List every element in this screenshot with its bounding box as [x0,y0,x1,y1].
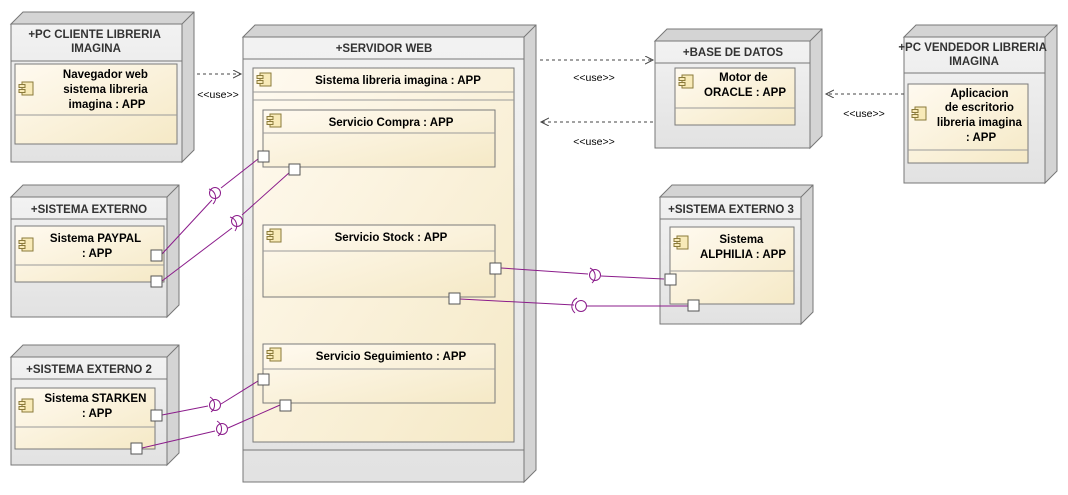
port[interactable] [130,442,143,455]
node-title-line-1: +PC CLIENTE LIBRERIA [28,29,160,41]
port[interactable] [150,275,163,288]
component-servicio-stock[interactable]: Servicio Stock : APP [262,224,496,298]
label-line-1: Aplicacion [950,88,1008,100]
connector-starken-seguimiento-2[interactable] [141,404,281,449]
node-title: +BASE DE DATOS [683,47,784,59]
label-line-2: ALPHILIA : APP [700,249,786,261]
node-title: +SERVIDOR WEB [336,43,433,55]
connector-stock-alphilia-1[interactable] [500,267,665,284]
node-title-line-2: IMAGINA [71,43,121,55]
component-label: Motor de ORACLE : APP [704,72,786,99]
component-label: Navegador web sistema libreria imagina :… [63,69,151,111]
component-navegador[interactable]: Navegador web sistema libreria imagina :… [14,63,178,145]
node-title: +PC CLIENTE LIBRERIA IMAGINA [28,29,163,55]
node-title-line-2: IMAGINA [949,56,999,68]
component-sistema-alphilia[interactable]: Sistema ALPHILIA : APP [669,226,795,305]
node-title: +SISTEMA EXTERNO 3 [668,204,794,216]
dependency-label: <<use>> [573,72,614,84]
component-label: Sistema STARKEN : APP [44,393,149,420]
node-title-line-1: +PC VENDEDOR LIBRERIA [898,42,1046,54]
component-label: Aplicacion de escritorio libreria imagin… [937,88,1025,144]
label-line-2: : APP [82,248,113,260]
component-label: Servicio Compra : APP [329,117,454,129]
component-servicio-compra[interactable]: Servicio Compra : APP [262,109,496,168]
label-line-2: ORACLE : APP [704,87,786,99]
node-title: +SISTEMA EXTERNO [31,204,147,216]
port[interactable] [489,262,502,275]
label-line-1: Sistema [719,234,764,246]
label-line-1: Navegador web [63,69,148,81]
component-label: Sistema PAYPAL : APP [50,233,144,260]
component-label: Servicio Seguimiento : APP [316,351,467,363]
connector-paypal-compra-1[interactable] [161,158,259,255]
connector-paypal-compra-2[interactable] [161,171,291,282]
node-title: +SISTEMA EXTERNO 2 [26,364,152,376]
port[interactable] [279,399,292,412]
dependency-servidor-basedatos[interactable]: <<use>> [540,60,653,84]
label-line-1: Motor de [719,72,768,84]
port[interactable] [448,292,461,305]
dependency-vendedor-basedatos[interactable]: <<use>> [826,94,904,120]
component-label: Servicio Stock : APP [335,232,448,244]
component-label: Sistema libreria imagina : APP [315,75,481,87]
component-sistema-paypal[interactable]: Sistema PAYPAL : APP [14,225,165,283]
port[interactable] [150,409,163,422]
dependency-navegador-servidor[interactable]: <<use>> [197,74,241,101]
connector-starken-seguimiento-1[interactable] [161,380,259,416]
port[interactable] [257,150,270,163]
port[interactable] [150,249,163,262]
dependency-basedatos-servidor[interactable]: <<use>> [541,122,653,148]
label-line-2: sistema libreria [63,84,148,96]
component-label: Sistema ALPHILIA : APP [700,234,786,261]
label-line-3: imagina : APP [69,99,146,111]
label-line-2: : APP [82,408,113,420]
label-line-3: libreria imagina [937,117,1023,129]
component-servicio-seguimiento[interactable]: Servicio Seguimiento : APP [262,343,496,404]
label-line-1: Sistema STARKEN [44,393,146,405]
label-line-2: de escritorio [945,102,1014,114]
dependency-label: <<use>> [197,89,238,101]
port[interactable] [288,163,301,176]
dependency-label: <<use>> [843,108,884,120]
port[interactable] [687,299,700,312]
label-line-4: : APP [966,132,997,144]
label-line-1: Sistema PAYPAL [50,233,141,245]
component-sistema-starken[interactable]: Sistema STARKEN : APP [14,387,156,450]
port[interactable] [257,373,270,386]
dependency-label: <<use>> [573,136,614,148]
component-aplicacion-escritorio[interactable]: Aplicacion de escritorio libreria imagin… [907,83,1029,164]
connector-stock-alphilia-2[interactable] [459,297,688,314]
port[interactable] [664,273,677,286]
node-title: +PC VENDEDOR LIBRERIA IMAGINA [898,42,1049,68]
component-motor-oracle[interactable]: Motor de ORACLE : APP [674,67,796,126]
